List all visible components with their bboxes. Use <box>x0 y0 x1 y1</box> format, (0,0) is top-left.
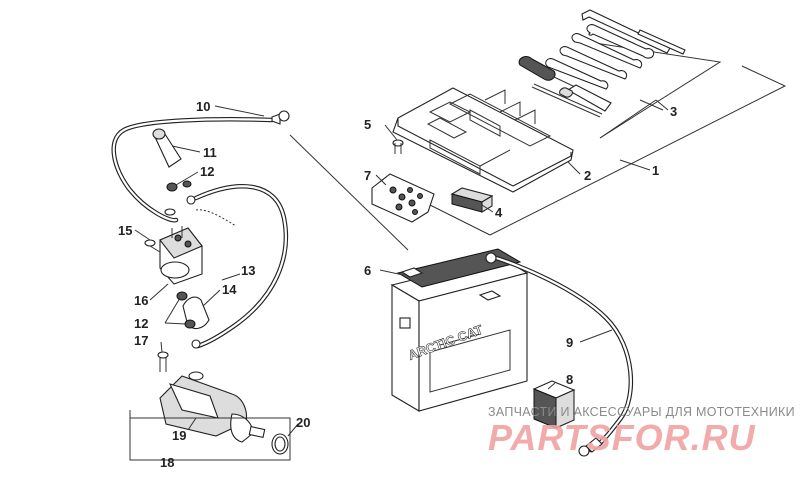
callout-3: 3 <box>670 104 677 119</box>
starter-bolt <box>157 351 169 372</box>
callout-18: 18 <box>160 455 174 470</box>
foam-pad <box>450 187 494 213</box>
o-ring <box>271 433 289 455</box>
callout-12-top: 12 <box>200 164 214 179</box>
watermark-logo: PARTSFOR.RU <box>488 417 756 458</box>
callout-14: 14 <box>222 282 237 297</box>
leader-lines <box>134 99 664 437</box>
callout-13: 13 <box>241 263 255 278</box>
extension-bar-tool <box>531 83 603 118</box>
starter-motor <box>159 371 266 443</box>
callout-8: 8 <box>566 372 573 387</box>
fastener-kit <box>371 173 435 223</box>
callout-11: 11 <box>203 145 217 160</box>
callout-16: 16 <box>134 293 148 308</box>
starter-solenoid <box>159 226 203 285</box>
spark-plug-socket-tool <box>559 84 612 112</box>
callout-4: 4 <box>495 205 503 220</box>
callout-1: 1 <box>652 163 659 178</box>
callout-7: 7 <box>364 168 371 183</box>
wrench-tool <box>545 24 655 90</box>
callout-5: 5 <box>364 117 371 132</box>
group-1-bracket <box>489 65 787 236</box>
callout-17: 17 <box>134 333 148 348</box>
callout-2: 2 <box>584 168 591 183</box>
battery: ARCTIC CAT <box>390 248 529 412</box>
callout-9: 9 <box>566 335 573 350</box>
battery-cable <box>485 252 633 457</box>
solenoid-cable <box>111 110 290 223</box>
callout-15: 15 <box>118 223 132 238</box>
nut-pair-top <box>164 180 192 216</box>
callout-20: 20 <box>296 415 310 430</box>
starter-cable <box>186 184 289 349</box>
battery-pad <box>532 380 576 429</box>
watermark-subtitle: ЗАПЧАСТИ И АКСЕССУАРЫ ДЛЯ МОТОТЕХНИКИ <box>488 405 795 419</box>
terminal-boot <box>152 128 182 168</box>
callout-6: 6 <box>364 263 371 278</box>
tray-screw <box>392 139 404 154</box>
callout-19: 19 <box>172 428 186 443</box>
tool-tray <box>392 87 574 193</box>
solenoid-bolt <box>144 239 161 253</box>
hex-key-tool <box>581 9 686 55</box>
group-18-bracket <box>129 410 291 461</box>
callout-10: 10 <box>196 99 210 114</box>
callout-numbers: 1 2 3 4 5 6 7 8 9 10 11 12 13 14 15 16 1… <box>118 99 677 470</box>
callout-12-lower: 12 <box>134 316 148 331</box>
tool-kit <box>518 9 722 139</box>
